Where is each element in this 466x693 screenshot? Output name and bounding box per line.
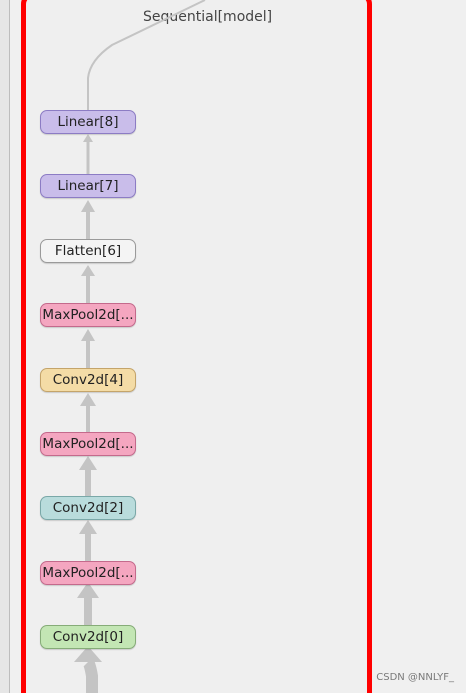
node-maxpool-5[interactable]: MaxPool2d[...	[40, 303, 136, 327]
arrowhead	[81, 200, 95, 212]
arrowhead	[79, 520, 97, 534]
node-maxpool-3[interactable]: MaxPool2d[...	[40, 432, 136, 456]
arrowhead	[74, 646, 102, 662]
node-maxpool-1[interactable]: MaxPool2d[...	[40, 561, 136, 585]
group-title: Sequential[model]	[143, 9, 273, 25]
node-conv2d-0[interactable]: Conv2d[0]	[40, 625, 136, 649]
panel-divider	[9, 0, 10, 693]
node-conv2d-2[interactable]: Conv2d[2]	[40, 496, 136, 520]
edge-output	[87, 0, 206, 110]
left-panel-edge	[0, 0, 9, 693]
node-linear-8[interactable]: Linear[8]	[40, 110, 136, 134]
arrowhead	[83, 134, 93, 142]
node-linear-7[interactable]: Linear[7]	[40, 174, 136, 198]
arrowhead	[79, 456, 97, 470]
node-flatten-6[interactable]: Flatten[6]	[40, 239, 136, 263]
arrowhead	[80, 393, 96, 406]
edge-input	[83, 657, 98, 693]
arrowhead	[81, 265, 95, 276]
watermark: CSDN @NNLYF_	[376, 672, 454, 683]
arrowhead	[81, 329, 95, 341]
node-conv2d-4[interactable]: Conv2d[4]	[40, 368, 136, 392]
arrowhead	[77, 582, 99, 598]
